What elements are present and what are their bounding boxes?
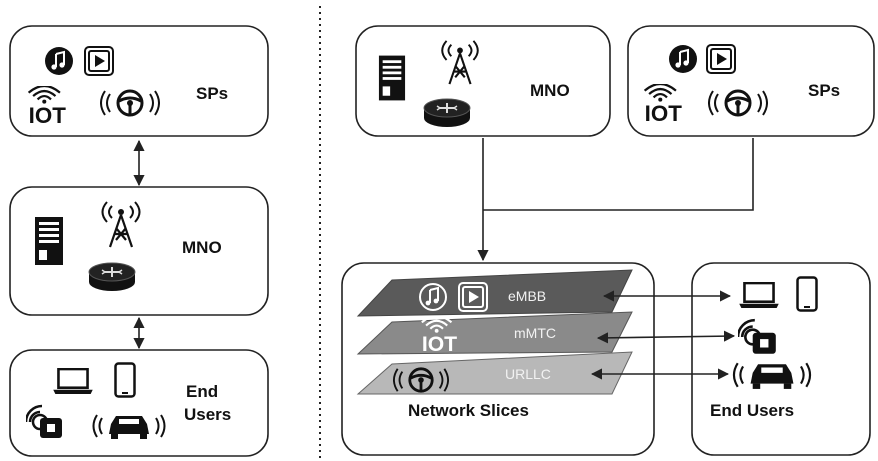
server-icon xyxy=(35,217,63,265)
router-icon xyxy=(423,98,471,128)
smartphone-icon xyxy=(114,362,136,398)
slice-mmtc-label: mMTC xyxy=(514,325,556,341)
slice-embb-label: eMBB xyxy=(508,288,546,304)
slice-urllc xyxy=(356,351,633,395)
left-mno-box xyxy=(9,186,269,316)
smartphone-icon xyxy=(796,276,818,312)
video-play-icon xyxy=(84,46,114,76)
slice-urllc-label: URLLC xyxy=(505,366,551,382)
left-end-users-label-line1: End xyxy=(186,382,218,401)
mmtc-arrow xyxy=(596,330,736,344)
left-end-users-box xyxy=(9,349,269,457)
laptop-icon xyxy=(738,282,780,309)
right-sps-label: SPs xyxy=(808,81,840,100)
right-end-users-label: End Users xyxy=(710,401,794,420)
right-panel: MNO SPs URLLC mMTC eMBB Network Slices xyxy=(341,25,875,456)
video-play-icon xyxy=(706,44,736,74)
left-end-users-label-line2: Users xyxy=(184,405,231,424)
left-mno-label: MNO xyxy=(182,238,222,257)
right-end-users-box xyxy=(691,262,871,456)
network-slices-label: Network Slices xyxy=(408,401,529,420)
right-mno-box xyxy=(355,25,611,137)
laptop-icon xyxy=(52,368,94,395)
sps-connector xyxy=(483,138,754,211)
music-note-icon xyxy=(668,44,698,74)
music-note-icon xyxy=(44,46,74,76)
video-play-icon xyxy=(458,282,488,312)
left-panel: SPs MNO End Users xyxy=(9,25,269,457)
right-mno-label: MNO xyxy=(530,81,570,100)
left-sps-box xyxy=(9,25,269,137)
left-sps-label: SPs xyxy=(196,84,228,103)
router-icon xyxy=(87,262,137,292)
server-icon xyxy=(378,55,406,101)
